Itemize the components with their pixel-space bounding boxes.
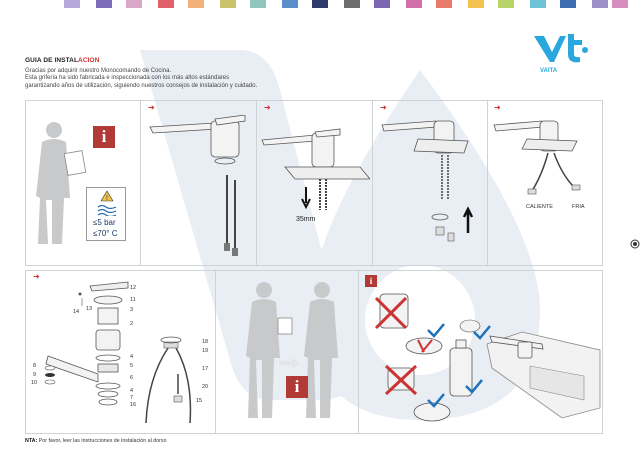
info-icon: i xyxy=(286,376,308,398)
color-swatch xyxy=(436,0,452,8)
part-number-label: 16 xyxy=(130,402,137,408)
divider xyxy=(215,270,216,434)
color-swatch xyxy=(612,0,628,8)
color-swatch xyxy=(374,0,390,8)
part-number-label: 18 xyxy=(202,339,209,345)
divider xyxy=(358,270,359,434)
pressure-limit: ≤5 bar xyxy=(93,218,116,227)
part-number-label: 9 xyxy=(33,372,37,378)
info-icon-small: i xyxy=(365,275,377,287)
hot-label: CALIENTE xyxy=(526,204,553,210)
divider xyxy=(487,100,488,266)
brand-logo xyxy=(534,34,588,63)
watermark-left-stroke xyxy=(140,50,352,400)
part-number-label: 12 xyxy=(130,285,137,291)
color-swatch xyxy=(126,0,142,8)
footer-note: NTA: Por favor, leer las instrucciones d… xyxy=(25,438,167,444)
part-number-label: 17 xyxy=(202,366,209,372)
svg-text:!: ! xyxy=(106,195,108,202)
part-number-label: 11 xyxy=(130,297,136,303)
divider xyxy=(256,100,257,266)
part-number-label: 10 xyxy=(31,380,38,386)
registration-mark-icon xyxy=(630,239,640,249)
person-reading-figure xyxy=(36,122,87,244)
part-number-label: 14 xyxy=(73,309,80,315)
info-icon: i xyxy=(93,126,115,148)
cold-label: FRIA xyxy=(572,204,585,210)
exploded-parts-diagram xyxy=(44,281,192,424)
part-number-label: 3 xyxy=(130,307,134,313)
color-swatch xyxy=(188,0,204,8)
warning-box: ! ≤5 bar ≤70° C xyxy=(86,187,126,241)
faucet-connection-illustration xyxy=(493,120,581,195)
divider xyxy=(140,100,141,266)
part-number-label: 15 xyxy=(196,398,203,404)
watermark-drop-hole xyxy=(365,265,475,375)
temperature-limit: ≤70° C xyxy=(93,229,118,238)
faucet-disassembled-illustration xyxy=(149,115,246,256)
faucet-mounting-illustration xyxy=(261,128,370,210)
part-number-label: 20 xyxy=(202,384,209,390)
hand-over-arrow-icon xyxy=(279,357,299,369)
intro-line-2: Esta grifería ha sido fabricada e inspec… xyxy=(25,75,230,82)
warning-triangle-icon: ! xyxy=(100,190,114,202)
hot-cold-labels: CALIENTE FRIA xyxy=(526,204,585,210)
color-swatch xyxy=(282,0,298,8)
step-arrow-icon: ➜ xyxy=(380,103,387,112)
faucet-fixing-illustration xyxy=(381,120,474,242)
step-arrow-icon: ➜ xyxy=(494,103,501,112)
color-swatch xyxy=(250,0,266,8)
intro-line-3: garantizando años de utilización, siguie… xyxy=(25,82,258,89)
watermark-logo xyxy=(140,50,540,420)
installer-and-customer-figures xyxy=(246,282,338,418)
top-steps-panel xyxy=(25,100,603,266)
part-number-label: 4 xyxy=(130,354,134,360)
color-swatch xyxy=(406,0,422,8)
color-swatch xyxy=(96,0,112,8)
step-arrow-icon: ➜ xyxy=(33,272,40,281)
intro-line-1: Gracias por adquirir nuestro Monocomando… xyxy=(25,68,172,74)
step-arrow-icon: ➜ xyxy=(148,103,155,112)
intro-text: Gracias por adquirir nuestro Monocomando… xyxy=(25,68,325,90)
part-number-label: 19 xyxy=(202,348,209,354)
divider xyxy=(372,100,373,266)
color-swatch xyxy=(530,0,546,8)
color-swatch xyxy=(468,0,484,8)
color-swatch xyxy=(592,0,608,8)
color-swatch xyxy=(560,0,576,8)
part-number-label: 13 xyxy=(86,306,93,312)
water-waves-icon xyxy=(97,204,117,216)
part-number-label: 7 xyxy=(130,395,134,401)
care-instructions-illustration xyxy=(374,293,601,422)
brand-logo-text: VAITA xyxy=(540,68,558,74)
part-number-label: 2 xyxy=(130,321,134,327)
color-swatch xyxy=(312,0,328,8)
color-swatch xyxy=(220,0,236,8)
bottom-steps-panel xyxy=(25,270,603,434)
color-swatch xyxy=(498,0,514,8)
color-swatch xyxy=(64,0,80,8)
measure-label: 35mm xyxy=(296,216,316,223)
part-number-label: 6 xyxy=(130,375,134,381)
page-title: GUIA DE INSTALACION xyxy=(25,57,100,64)
part-number-label: 5 xyxy=(130,363,134,369)
part-number-label: 8 xyxy=(33,363,37,369)
step-arrow-icon: ➜ xyxy=(264,103,271,112)
part-number-label: 4 xyxy=(130,388,134,394)
color-swatch xyxy=(158,0,174,8)
color-swatch xyxy=(344,0,360,8)
